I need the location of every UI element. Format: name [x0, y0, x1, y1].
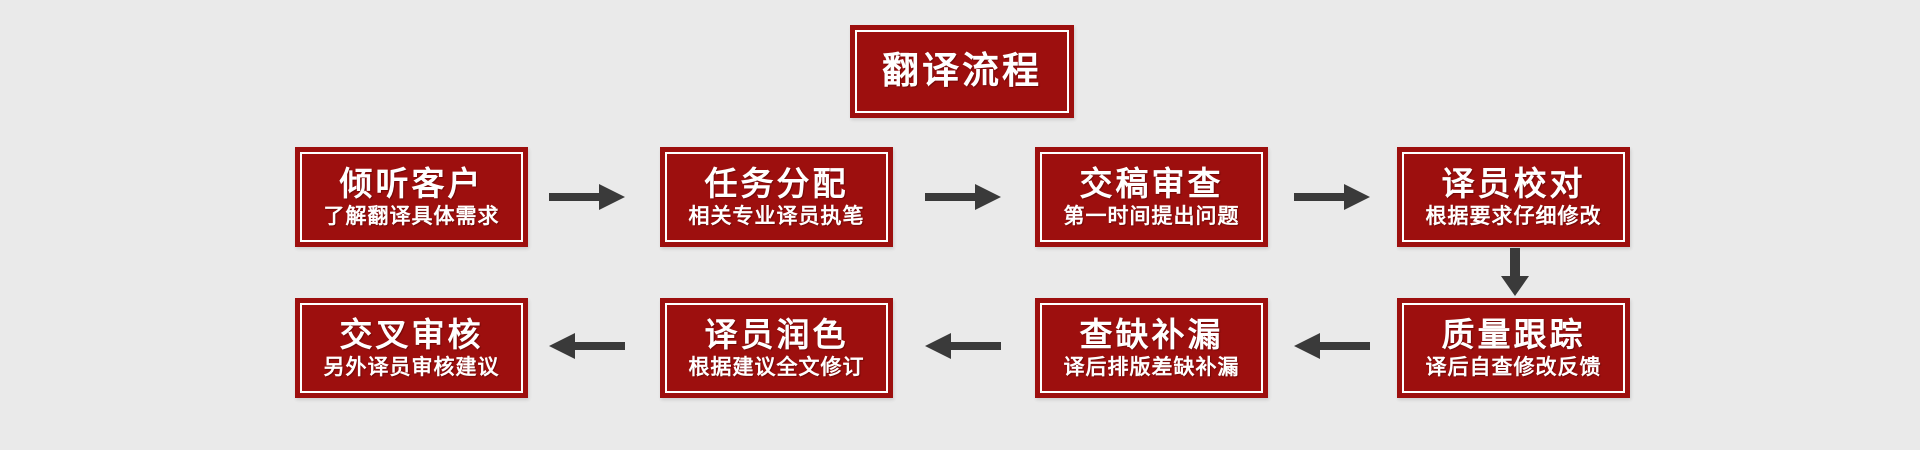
step-title: 译员润色	[704, 315, 849, 353]
arrow-right-icon	[1294, 183, 1370, 211]
step-title: 交稿审查	[1079, 164, 1224, 202]
step-title: 查缺补漏	[1079, 315, 1224, 353]
flow-step-cross-review: 交叉审核 另外译员审核建议	[295, 298, 528, 398]
step-title: 任务分配	[704, 164, 849, 202]
arrow-right-icon	[925, 183, 1001, 211]
step-subtitle: 根据建议全文修订	[688, 356, 865, 380]
arrow-left-icon	[1294, 332, 1370, 360]
step-title: 译员校对	[1441, 164, 1586, 202]
arrow-left-icon	[925, 332, 1001, 360]
page-title: 翻译流程	[882, 50, 1042, 92]
step-title: 交叉审核	[339, 315, 484, 353]
step-subtitle: 相关专业译员执笔	[688, 205, 865, 229]
step-subtitle: 译后自查修改反馈	[1425, 356, 1602, 380]
step-subtitle: 另外译员审核建议	[323, 356, 500, 380]
step-title: 质量跟踪	[1441, 315, 1586, 353]
step-title: 倾听客户	[339, 164, 484, 202]
flow-step-draft-review: 交稿审查 第一时间提出问题	[1035, 147, 1268, 247]
flow-step-task-assignment: 任务分配 相关专业译员执笔	[660, 147, 893, 247]
step-subtitle: 根据要求仔细修改	[1425, 205, 1602, 229]
flow-step-listen-client: 倾听客户 了解翻译具体需求	[295, 147, 528, 247]
arrow-down-icon	[1500, 248, 1530, 296]
flow-step-translator-proofread: 译员校对 根据要求仔细修改	[1397, 147, 1630, 247]
step-subtitle: 了解翻译具体需求	[323, 205, 500, 229]
flow-step-translator-polish: 译员润色 根据建议全文修订	[660, 298, 893, 398]
flow-step-quality-tracking: 质量跟踪 译后自查修改反馈	[1397, 298, 1630, 398]
arrow-left-icon	[549, 332, 625, 360]
step-subtitle: 第一时间提出问题	[1063, 205, 1240, 229]
flow-step-gap-check: 查缺补漏 译后排版差缺补漏	[1035, 298, 1268, 398]
flowchart-title-box: 翻译流程	[850, 25, 1074, 118]
step-subtitle: 译后排版差缺补漏	[1063, 356, 1240, 380]
arrow-right-icon	[549, 183, 625, 211]
